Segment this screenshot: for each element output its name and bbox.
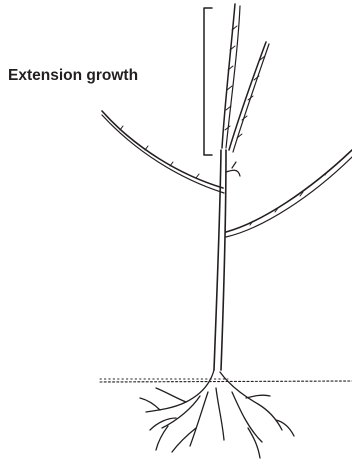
extension-growth-label: Extension growth — [8, 67, 138, 84]
right-lateral-branch — [226, 150, 352, 232]
left-lateral-branch — [102, 111, 223, 188]
bud-spur — [226, 162, 240, 176]
right-shoot — [229, 42, 266, 150]
roots — [140, 370, 294, 458]
extension-growth-bracket — [204, 8, 212, 155]
trunk — [214, 150, 221, 370]
